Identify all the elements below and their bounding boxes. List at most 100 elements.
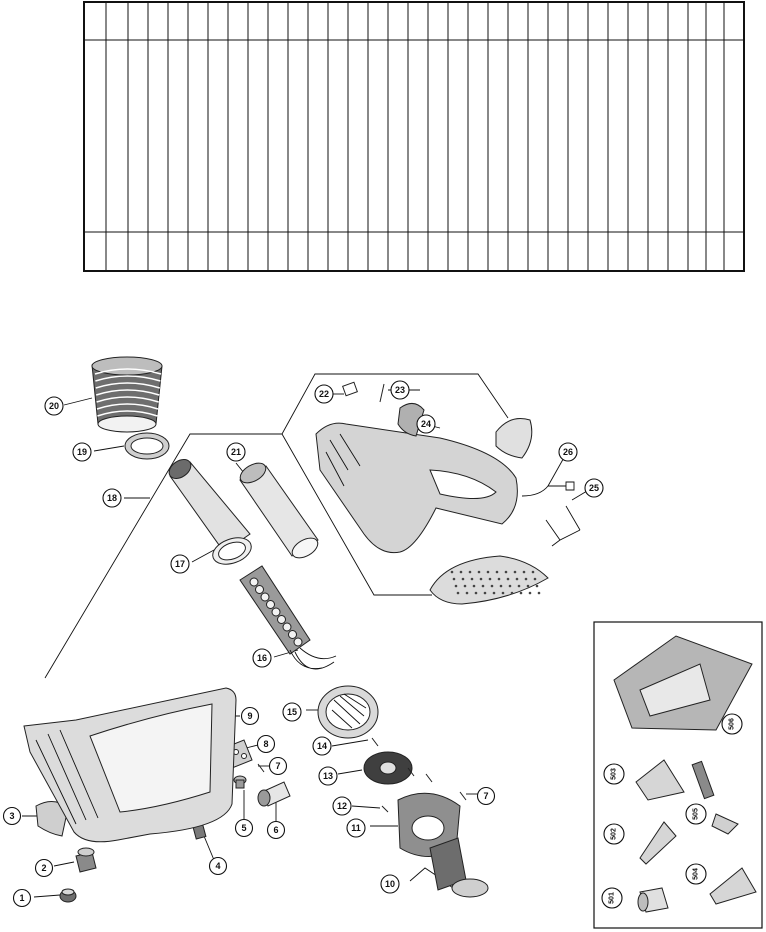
perforation-hole [517, 584, 521, 588]
perforation-hole [488, 577, 492, 581]
warning-label [342, 381, 358, 397]
callout-number: 2 [41, 863, 46, 873]
perforation-hole [465, 591, 469, 595]
heating-coil-turn [260, 592, 270, 602]
callout-24: 24 [416, 414, 436, 434]
callout-circle [721, 713, 743, 735]
heating-coil-turn [266, 600, 275, 609]
callout-13: 13 [318, 766, 338, 786]
perforation-hole [506, 577, 510, 581]
callout-circle [346, 818, 366, 838]
callout-503: 503 [603, 763, 625, 785]
perforation-hole [535, 584, 539, 588]
leader-1 [33, 894, 61, 898]
callout-5: 5 [234, 818, 254, 838]
accessories-frame [593, 621, 763, 929]
callout-circle [332, 796, 352, 816]
callout-number: 22 [319, 389, 329, 399]
heating-coil-turn [282, 622, 292, 632]
perforation-hole [483, 591, 487, 595]
callout-number: 26 [563, 447, 573, 457]
perforation-hole [528, 591, 532, 595]
handle-assembly-bracket [281, 373, 509, 435]
heating-coil-turn [271, 607, 281, 617]
callout-number: 505 [693, 808, 700, 820]
callout-6: 6 [266, 820, 286, 840]
parts-table-columns [105, 2, 725, 271]
callout-number: 503 [611, 768, 618, 780]
perforation-hole [533, 577, 537, 581]
callout-22: 22 [314, 384, 334, 404]
parts-table-frame [83, 1, 745, 272]
perforation-hole [456, 591, 460, 595]
callout-16: 16 [252, 648, 272, 668]
stand-wire [545, 505, 581, 547]
callout-20: 20 [44, 396, 64, 416]
perforation-hole [513, 570, 517, 574]
callout-number: 7 [483, 791, 488, 801]
callout-number: 4 [215, 861, 220, 871]
callout-number: 504 [693, 868, 700, 880]
heating-coil-turn [249, 577, 259, 587]
callout-circle [380, 874, 400, 894]
callout-502: 502 [603, 823, 625, 845]
power-cord [521, 481, 575, 497]
callout-501: 501 [601, 887, 623, 909]
perforation-hole [472, 584, 476, 588]
callout-number: 15 [287, 707, 297, 717]
callout-15: 15 [282, 702, 302, 722]
perforation-hole [522, 570, 526, 574]
callout-circle [102, 488, 122, 508]
callout-number: 23 [395, 385, 405, 395]
parts [23, 356, 581, 903]
callout-circle [252, 648, 272, 668]
callout-10: 10 [380, 874, 400, 894]
perforation-hole [510, 591, 514, 595]
leader-14 [331, 739, 369, 747]
reflector-nozzle [635, 759, 685, 801]
callout-circle [12, 888, 32, 908]
nozzle-rib [97, 410, 158, 417]
callout-1: 1 [12, 888, 32, 908]
nozzle-rib [94, 368, 162, 375]
callout-4: 4 [208, 856, 228, 876]
leader-20 [63, 397, 93, 406]
scraper-tool [691, 760, 739, 835]
accessories-box [593, 621, 763, 929]
callout-circle [282, 702, 302, 722]
heating-element [239, 565, 337, 670]
callout-21: 21 [226, 442, 246, 462]
nozzle-rib [95, 389, 160, 396]
perforation-hole [490, 584, 494, 588]
heating-coil-turn [255, 585, 264, 594]
callout-circle [312, 736, 332, 756]
callout-23: 23 [390, 380, 410, 400]
callout-number: 17 [175, 559, 185, 569]
callout-circle [318, 766, 338, 786]
callout-19: 19 [72, 442, 92, 462]
flat-nozzle [709, 867, 757, 905]
callout-number: 506 [729, 718, 736, 730]
perforation-hole [531, 570, 535, 574]
callout-circle [208, 856, 228, 876]
callout-26: 26 [558, 442, 578, 462]
callout-506: 506 [721, 713, 743, 735]
leader-12 [351, 805, 381, 809]
sleeve [257, 781, 291, 807]
callout-circle [2, 806, 22, 826]
callout-circle [226, 442, 246, 462]
heating-coil-turn [277, 615, 286, 624]
callout-circle [34, 858, 54, 878]
perforation-hole [515, 577, 519, 581]
callout-circle [603, 763, 625, 785]
callout-number: 20 [49, 401, 59, 411]
callout-number: 7 [275, 761, 280, 771]
spreader-nozzle [639, 821, 677, 865]
callout-circle [170, 554, 190, 574]
perforation-hole [463, 584, 467, 588]
heating-tube [168, 458, 252, 565]
nozzle-rib [95, 382, 161, 389]
cord-cover [495, 418, 533, 459]
lower-housing-shell [23, 687, 237, 843]
